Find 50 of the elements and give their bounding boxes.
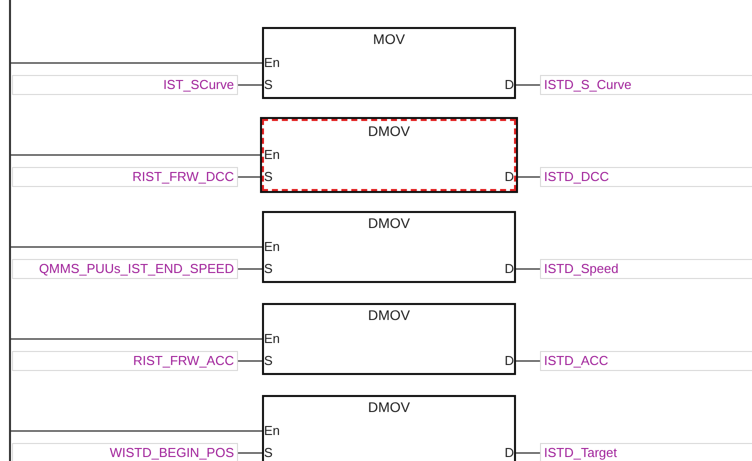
pin-label: S xyxy=(264,77,273,93)
function-block xyxy=(262,211,516,283)
pin-label: D xyxy=(504,261,514,277)
block-title: MOV xyxy=(372,31,406,47)
pin-label: S xyxy=(264,261,273,277)
pin-label: S xyxy=(264,353,273,369)
pin-label: D xyxy=(504,445,514,461)
pin-label: D xyxy=(504,169,514,185)
function-block xyxy=(262,27,516,99)
variable-field: QMMS_PUUs_IST_END_SPEED xyxy=(12,259,238,279)
pin-label: En xyxy=(264,239,280,255)
pin-label: S xyxy=(264,445,273,461)
connection-line xyxy=(516,360,540,362)
variable-field: WISTD_BEGIN_POS xyxy=(12,443,238,461)
pin-label: D xyxy=(504,353,514,369)
block-title: DMOV xyxy=(367,399,411,415)
connection-line xyxy=(516,268,540,270)
connection-line xyxy=(11,154,262,156)
variable-field: ISTD_Speed xyxy=(540,259,752,279)
function-block xyxy=(262,303,516,375)
variable-field: RIST_FRW_DCC xyxy=(12,167,238,187)
connection-line xyxy=(238,452,262,454)
pin-label: En xyxy=(264,331,280,347)
connection-line xyxy=(11,430,262,432)
connection-line xyxy=(238,176,262,178)
variable-field: RIST_FRW_ACC xyxy=(12,351,238,371)
variable-field: IST_SCurve xyxy=(12,75,238,95)
connection-line xyxy=(516,84,540,86)
block-title: DMOV xyxy=(367,123,411,139)
block-title: DMOV xyxy=(367,215,411,231)
variable-field: ISTD_DCC xyxy=(540,167,752,187)
pin-label: En xyxy=(264,147,280,163)
connection-line xyxy=(516,176,540,178)
block-title: DMOV xyxy=(367,307,411,323)
connection-line xyxy=(238,360,262,362)
variable-field: ISTD_ACC xyxy=(540,351,752,371)
variable-field: ISTD_S_Curve xyxy=(540,75,752,95)
pin-label: En xyxy=(264,423,280,439)
connection-line xyxy=(11,62,262,64)
variable-field: ISTD_Target xyxy=(540,443,752,461)
pin-label: D xyxy=(504,77,514,93)
function-block xyxy=(262,395,516,461)
pin-label: S xyxy=(264,169,273,185)
connection-line xyxy=(238,268,262,270)
connection-line xyxy=(11,338,262,340)
connection-line xyxy=(516,452,540,454)
connection-line xyxy=(11,246,262,248)
connection-line xyxy=(238,84,262,86)
pin-label: En xyxy=(264,55,280,71)
function-block xyxy=(262,119,516,191)
